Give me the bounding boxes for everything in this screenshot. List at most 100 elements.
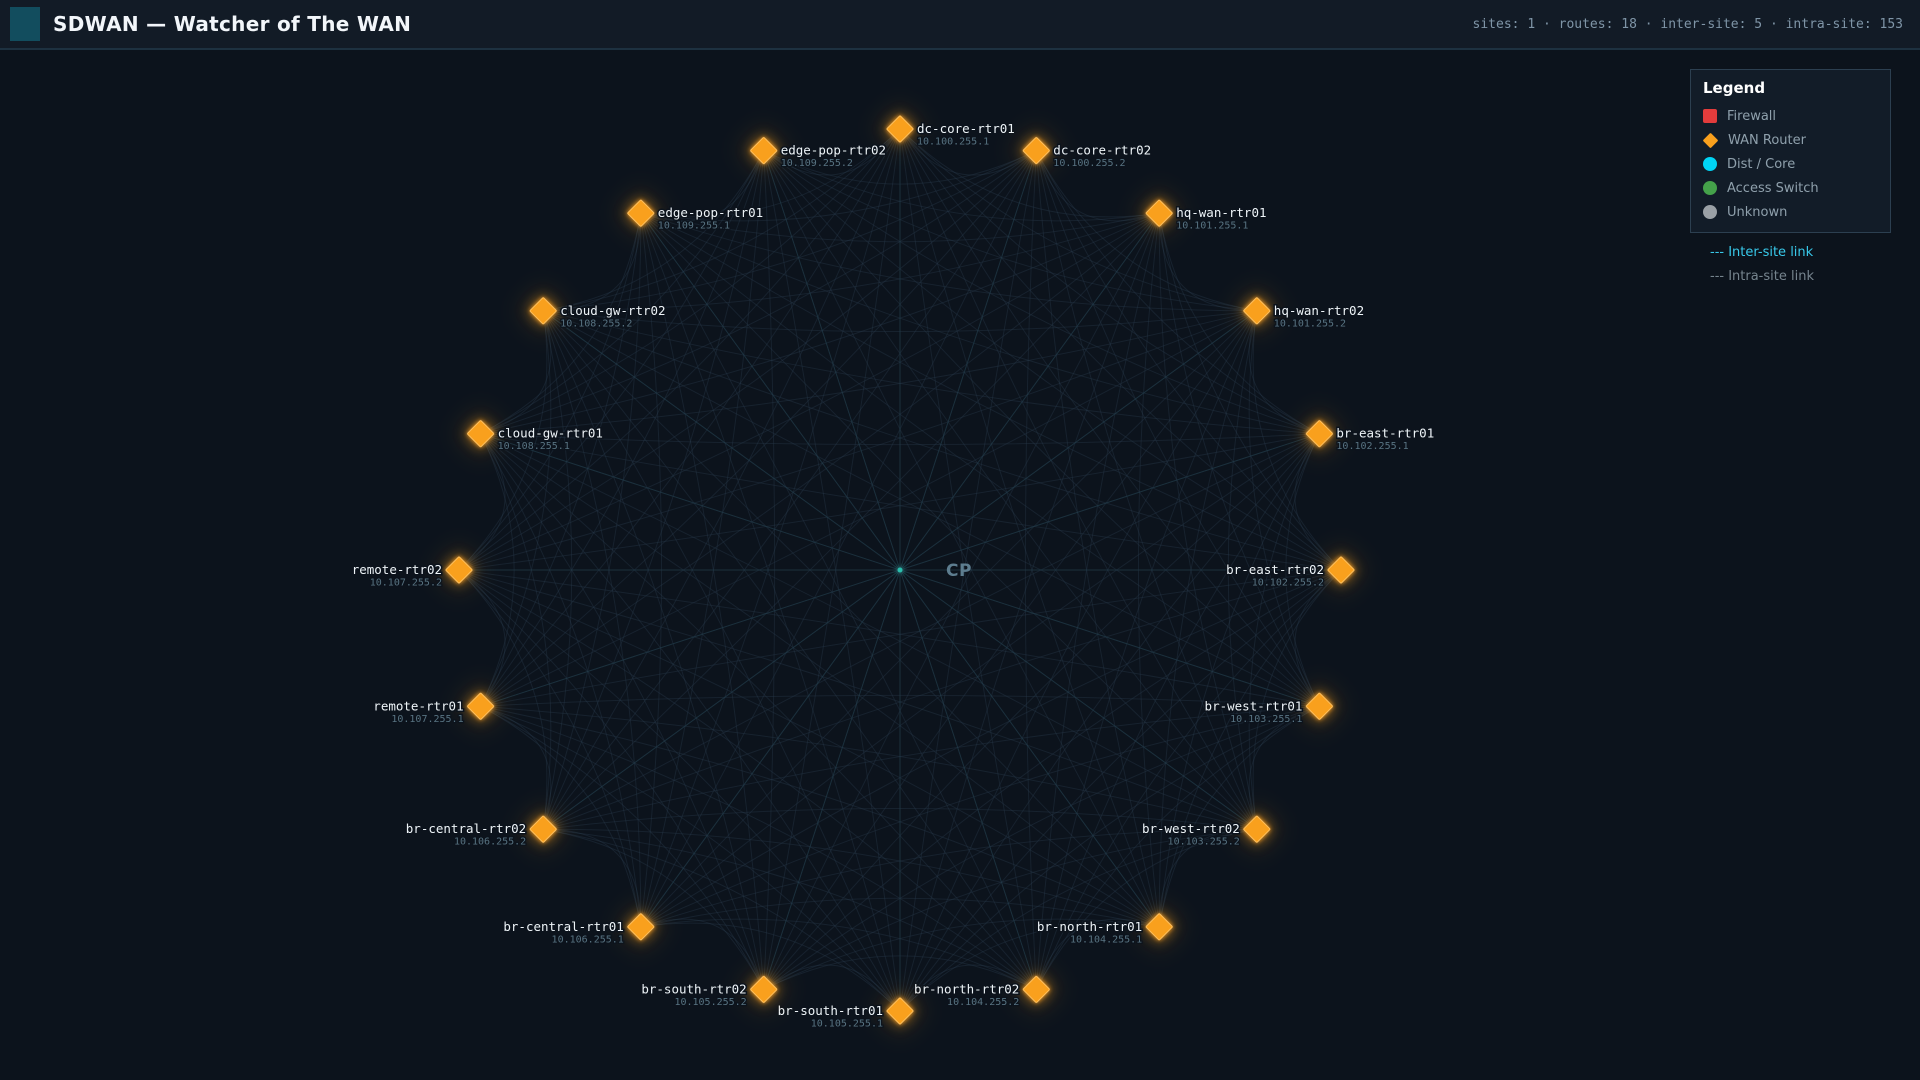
intra-site-link <box>543 828 642 927</box>
control-point-node[interactable]: CP <box>897 561 972 581</box>
intra-site-link <box>1248 433 1320 830</box>
intra-site-link <box>480 433 1258 830</box>
node-ip-label: 10.103.255.2 <box>1168 837 1240 848</box>
wan-router-marker-icon <box>1702 132 1719 148</box>
legend-item-label: Dist / Core <box>1727 156 1796 172</box>
intra-site-link <box>480 150 765 707</box>
wan-router-diamond-icon <box>750 137 778 165</box>
intra-site-link <box>763 918 1160 990</box>
node-ip-label: 10.105.255.2 <box>674 997 746 1008</box>
intra-site-link <box>480 433 1342 571</box>
node-ip-label: 10.104.255.2 <box>947 997 1019 1008</box>
unknown-marker-icon <box>1703 205 1717 219</box>
node-ip-label: 10.105.255.1 <box>811 1019 883 1030</box>
intra-site-link <box>763 433 1320 990</box>
app-logo-icon <box>10 7 40 41</box>
intra-site-link <box>1035 150 1160 222</box>
intra-site-link <box>543 828 901 1012</box>
intra-site-link <box>640 150 765 927</box>
wan-router-diamond-icon <box>1305 692 1333 720</box>
wan-router-diamond-icon <box>627 199 655 227</box>
wan-router-diamond-icon <box>1243 297 1271 325</box>
intra-site-link <box>1248 310 1320 707</box>
node-ip-label: 10.100.255.1 <box>917 137 989 148</box>
legend-item-label: Firewall <box>1727 108 1777 124</box>
intra-site-link <box>542 310 901 1012</box>
node-name-label: br-north-rtr01 <box>1037 919 1142 934</box>
intra-site-link <box>543 128 901 312</box>
intra-site-link <box>542 128 901 830</box>
node-name-label: dc-core-rtr02 <box>1053 143 1151 158</box>
wan-router-diamond-icon <box>529 297 557 325</box>
intra-site-link <box>1035 150 1320 435</box>
intra-site-link <box>763 150 1160 928</box>
intra-site-link <box>640 212 1258 830</box>
intra-site-link <box>763 964 901 1012</box>
intra-site-link <box>1158 569 1342 927</box>
node-ip-label: 10.101.255.1 <box>1176 221 1248 232</box>
intra-site-link <box>480 150 765 435</box>
node-ip-label: 10.106.255.2 <box>454 837 526 848</box>
wan-router-diamond-icon <box>1305 420 1333 448</box>
wan-router-diamond-icon <box>886 115 914 143</box>
wan-router-diamond-icon <box>467 692 495 720</box>
wan-router-diamond-icon <box>445 556 473 584</box>
node-name-label: br-south-rtr01 <box>778 1003 883 1018</box>
dist-core-marker-icon <box>1703 157 1717 171</box>
wan-router-diamond-icon <box>1145 913 1173 941</box>
topology-graph-svg[interactable]: CPdc-core-rtr0110.100.255.1dc-core-rtr02… <box>0 50 1920 1080</box>
intra-site-link <box>458 569 1160 928</box>
legend-item-dist-core: Dist / Core <box>1703 152 1878 176</box>
intra-site-link <box>458 212 1160 571</box>
intra-site-link <box>899 569 1342 1012</box>
inter-site-link-legend: --- Inter-site link <box>1710 245 1814 260</box>
legend-item-firewall: Firewall <box>1703 104 1878 128</box>
intra-site-link <box>640 213 765 990</box>
cp-link <box>763 150 901 571</box>
cp-link <box>542 569 901 830</box>
intra-site-link <box>899 964 1037 1012</box>
node-ip-label: 10.106.255.1 <box>552 934 624 945</box>
cp-link <box>542 310 901 571</box>
intra-site-link <box>640 918 1037 990</box>
intra-site-link <box>1035 150 1320 707</box>
intra-site-link <box>899 310 1258 1012</box>
node-ip-label: 10.101.255.2 <box>1274 318 1346 329</box>
intra-site-link <box>1035 433 1320 990</box>
intra-site-link <box>480 150 1037 707</box>
intra-site-link <box>543 828 1160 928</box>
intra-site-link <box>1158 213 1257 312</box>
wan-router-diamond-icon <box>1327 556 1355 584</box>
node-ip-label: 10.108.255.2 <box>560 318 632 329</box>
intra-site-link <box>640 569 1342 928</box>
intra-site-link <box>543 310 1320 435</box>
cp-link <box>899 569 1160 928</box>
control-point-dot-icon <box>897 567 903 573</box>
intra-site-link <box>1252 310 1342 571</box>
intra-site-link <box>458 128 901 571</box>
intra-site-link-legend: --- Intra-site link <box>1710 269 1814 284</box>
intra-site-link <box>1294 433 1342 571</box>
intra-site-link <box>640 918 765 990</box>
